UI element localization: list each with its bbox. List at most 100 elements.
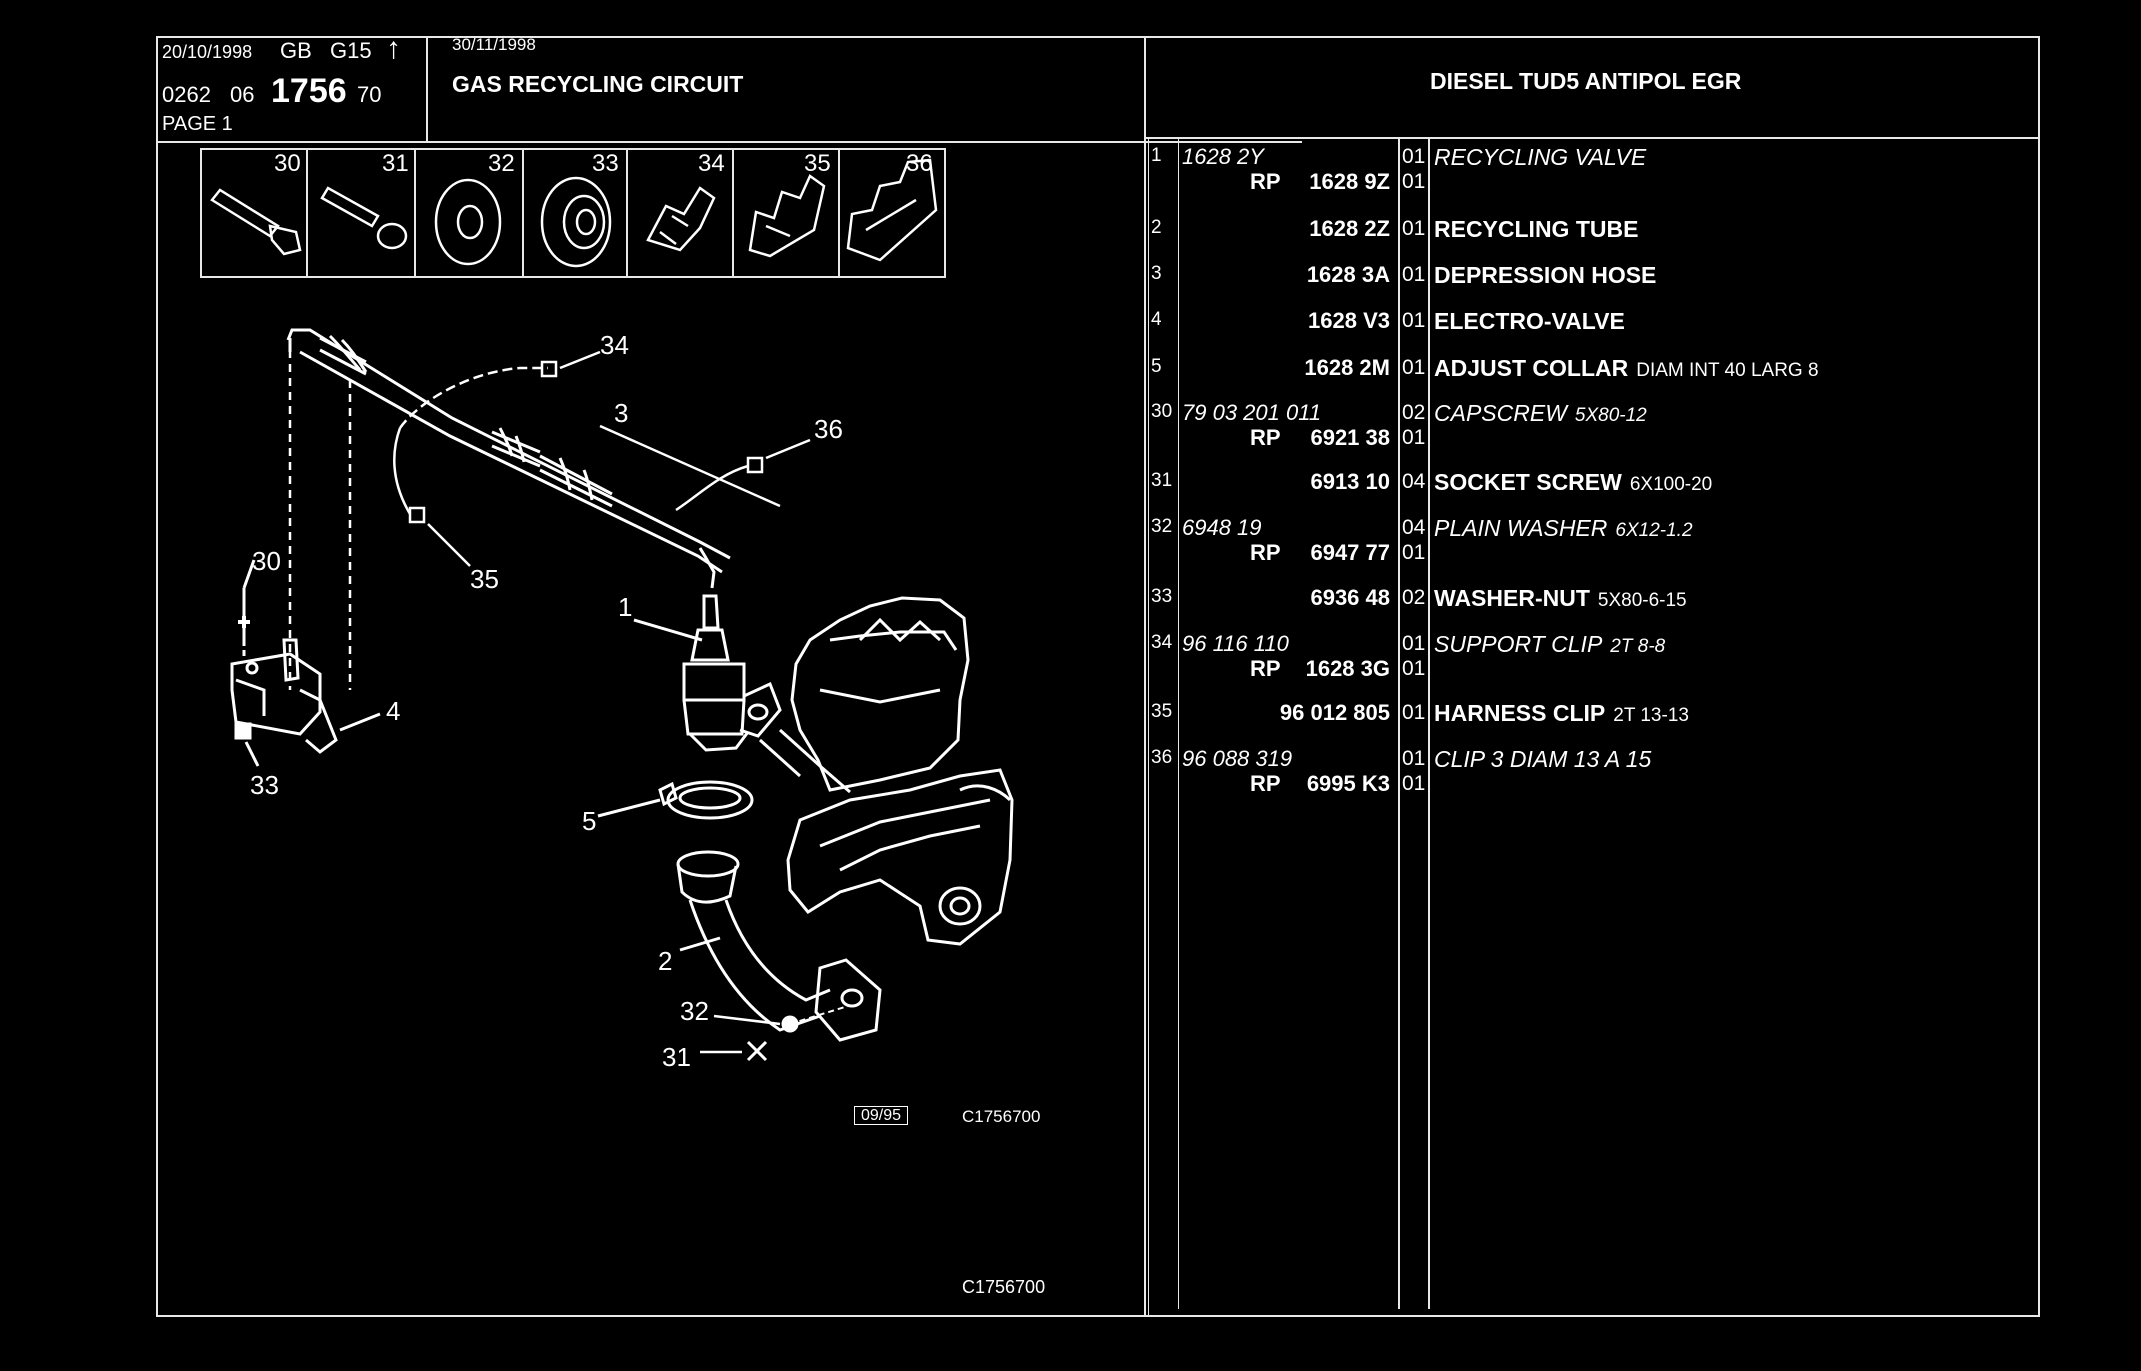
part-qty: 01 (1402, 426, 1426, 449)
header-divider (156, 141, 1302, 143)
part-qty: 04 (1402, 470, 1426, 493)
part-number: 6913 10 (1310, 469, 1390, 494)
part-qty: 01 (1402, 356, 1426, 379)
part-ref: 33 (1151, 586, 1173, 607)
model-divider (1146, 137, 2040, 139)
recycling-tube-drawing (597, 780, 882, 1042)
diagram-date-box: 09/95 (854, 1106, 909, 1125)
part-prefix: RP (1250, 656, 1281, 681)
recycling-valve-drawing (633, 594, 782, 752)
part-ref: 3 (1151, 263, 1162, 284)
part-prefix: RP (1250, 771, 1281, 796)
thumb-divider (414, 148, 416, 278)
part-number: 96 088 319 (1182, 746, 1293, 771)
callout-1: 1 (618, 592, 633, 622)
footer-ref-code: C1756700 (962, 1277, 1046, 1297)
washer-nut-icon (540, 176, 612, 268)
part-number: 6936 48 (1310, 585, 1390, 610)
part-number: 79 03 201 011 (1182, 400, 1322, 425)
page-title: GAS RECYCLING CIRCUIT (452, 71, 744, 97)
code-prefix: 0262 (162, 82, 211, 107)
part-qty: 01 (1402, 145, 1426, 168)
list-ref-divider (1178, 139, 1179, 1309)
thumb-label: 30 (274, 150, 301, 177)
part-qty: 01 (1402, 772, 1426, 795)
part-number: 1628 2M (1304, 355, 1390, 380)
part-ref: 2 (1151, 217, 1162, 238)
part-ref: 35 (1151, 701, 1173, 722)
catalog-frame (156, 36, 2040, 1317)
callout-35: 35 (470, 564, 499, 594)
thumb-divider (838, 148, 840, 278)
issue-date: 20/10/1998 (162, 42, 253, 62)
part-description: DEPRESSION HOSE (1434, 262, 1657, 288)
part-number: 96 012 805 (1279, 700, 1390, 725)
part-description: RECYCLING TUBE (1434, 216, 1639, 242)
part-spec: 2T 8-8 (1610, 636, 1666, 657)
part-ref: 5 (1151, 356, 1162, 377)
part-ref: 36 (1151, 747, 1173, 768)
capscrew-icon (210, 188, 302, 256)
diagram-ref-code: C1756700 (962, 1107, 1041, 1126)
part-description: CLIP 3 DIAM 13 A 15 (1434, 746, 1652, 772)
callout-30: 30 (252, 546, 281, 576)
part-qty: 01 (1402, 263, 1426, 286)
part-prefix: RP (1250, 425, 1281, 450)
code-suffix: 70 (357, 82, 382, 107)
callout-33: 33 (250, 770, 279, 800)
arrow-up-icon: ↑ (386, 32, 401, 65)
part-spec: DIAM INT 40 LARG 8 (1636, 360, 1819, 381)
part-description: ELECTRO-VALVE (1434, 308, 1625, 334)
part-ref: 30 (1151, 401, 1173, 422)
plain-washer-icon (434, 178, 502, 266)
update-date: 30/11/1998 (452, 35, 536, 54)
part-ref: 31 (1151, 470, 1173, 491)
socket-screw-icon (320, 186, 408, 250)
part-qty: 04 (1402, 516, 1426, 539)
list-qty-divider-b (1428, 139, 1430, 1309)
part-number: 96 116 110 (1182, 631, 1289, 656)
part-qty: 01 (1402, 170, 1426, 193)
page-code-main: 1756 (271, 72, 347, 110)
main-col-divider-a (1144, 36, 1146, 1317)
clip-leaders (393, 350, 811, 567)
guide-lines (288, 350, 781, 690)
part-spec: 2T 13-13 (1613, 705, 1689, 726)
language-code: GB (280, 38, 312, 63)
part-prefix: RP (1250, 169, 1281, 194)
thumb-label: 35 (804, 150, 831, 177)
part-spec: 5X80-6-15 (1597, 590, 1687, 611)
part-ref: 4 (1151, 309, 1162, 330)
thumb-label: 32 (488, 150, 515, 177)
callout-5: 5 (582, 806, 597, 836)
part-number: 1628 2Z (1309, 216, 1390, 241)
callout-2: 2 (658, 946, 673, 976)
thumb-label: 31 (382, 150, 409, 177)
manifold-drawing (758, 596, 1014, 946)
part-number: 1628 2Y (1182, 144, 1264, 169)
part-number: 1628 3G (1305, 656, 1390, 681)
part-ref: 1 (1151, 145, 1162, 166)
part-ref: 32 (1151, 516, 1173, 537)
code-sub: 06 (230, 82, 255, 107)
callout-3: 3 (614, 398, 629, 428)
part-spec: 6X12-1.2 (1615, 520, 1693, 541)
callout-32: 32 (680, 996, 709, 1026)
group-code: G15 (330, 38, 372, 63)
part-description: RECYCLING VALVE (1434, 144, 1647, 170)
thumb-divider (522, 148, 524, 278)
part-number: 6947 77 (1310, 540, 1390, 565)
part-number: 6921 38 (1310, 425, 1390, 450)
thumb-divider (732, 148, 734, 278)
callout-4: 4 (386, 696, 401, 726)
part-qty: 02 (1402, 401, 1426, 424)
fastener-drawing (700, 1005, 849, 1062)
thumb-label: 33 (592, 150, 619, 177)
